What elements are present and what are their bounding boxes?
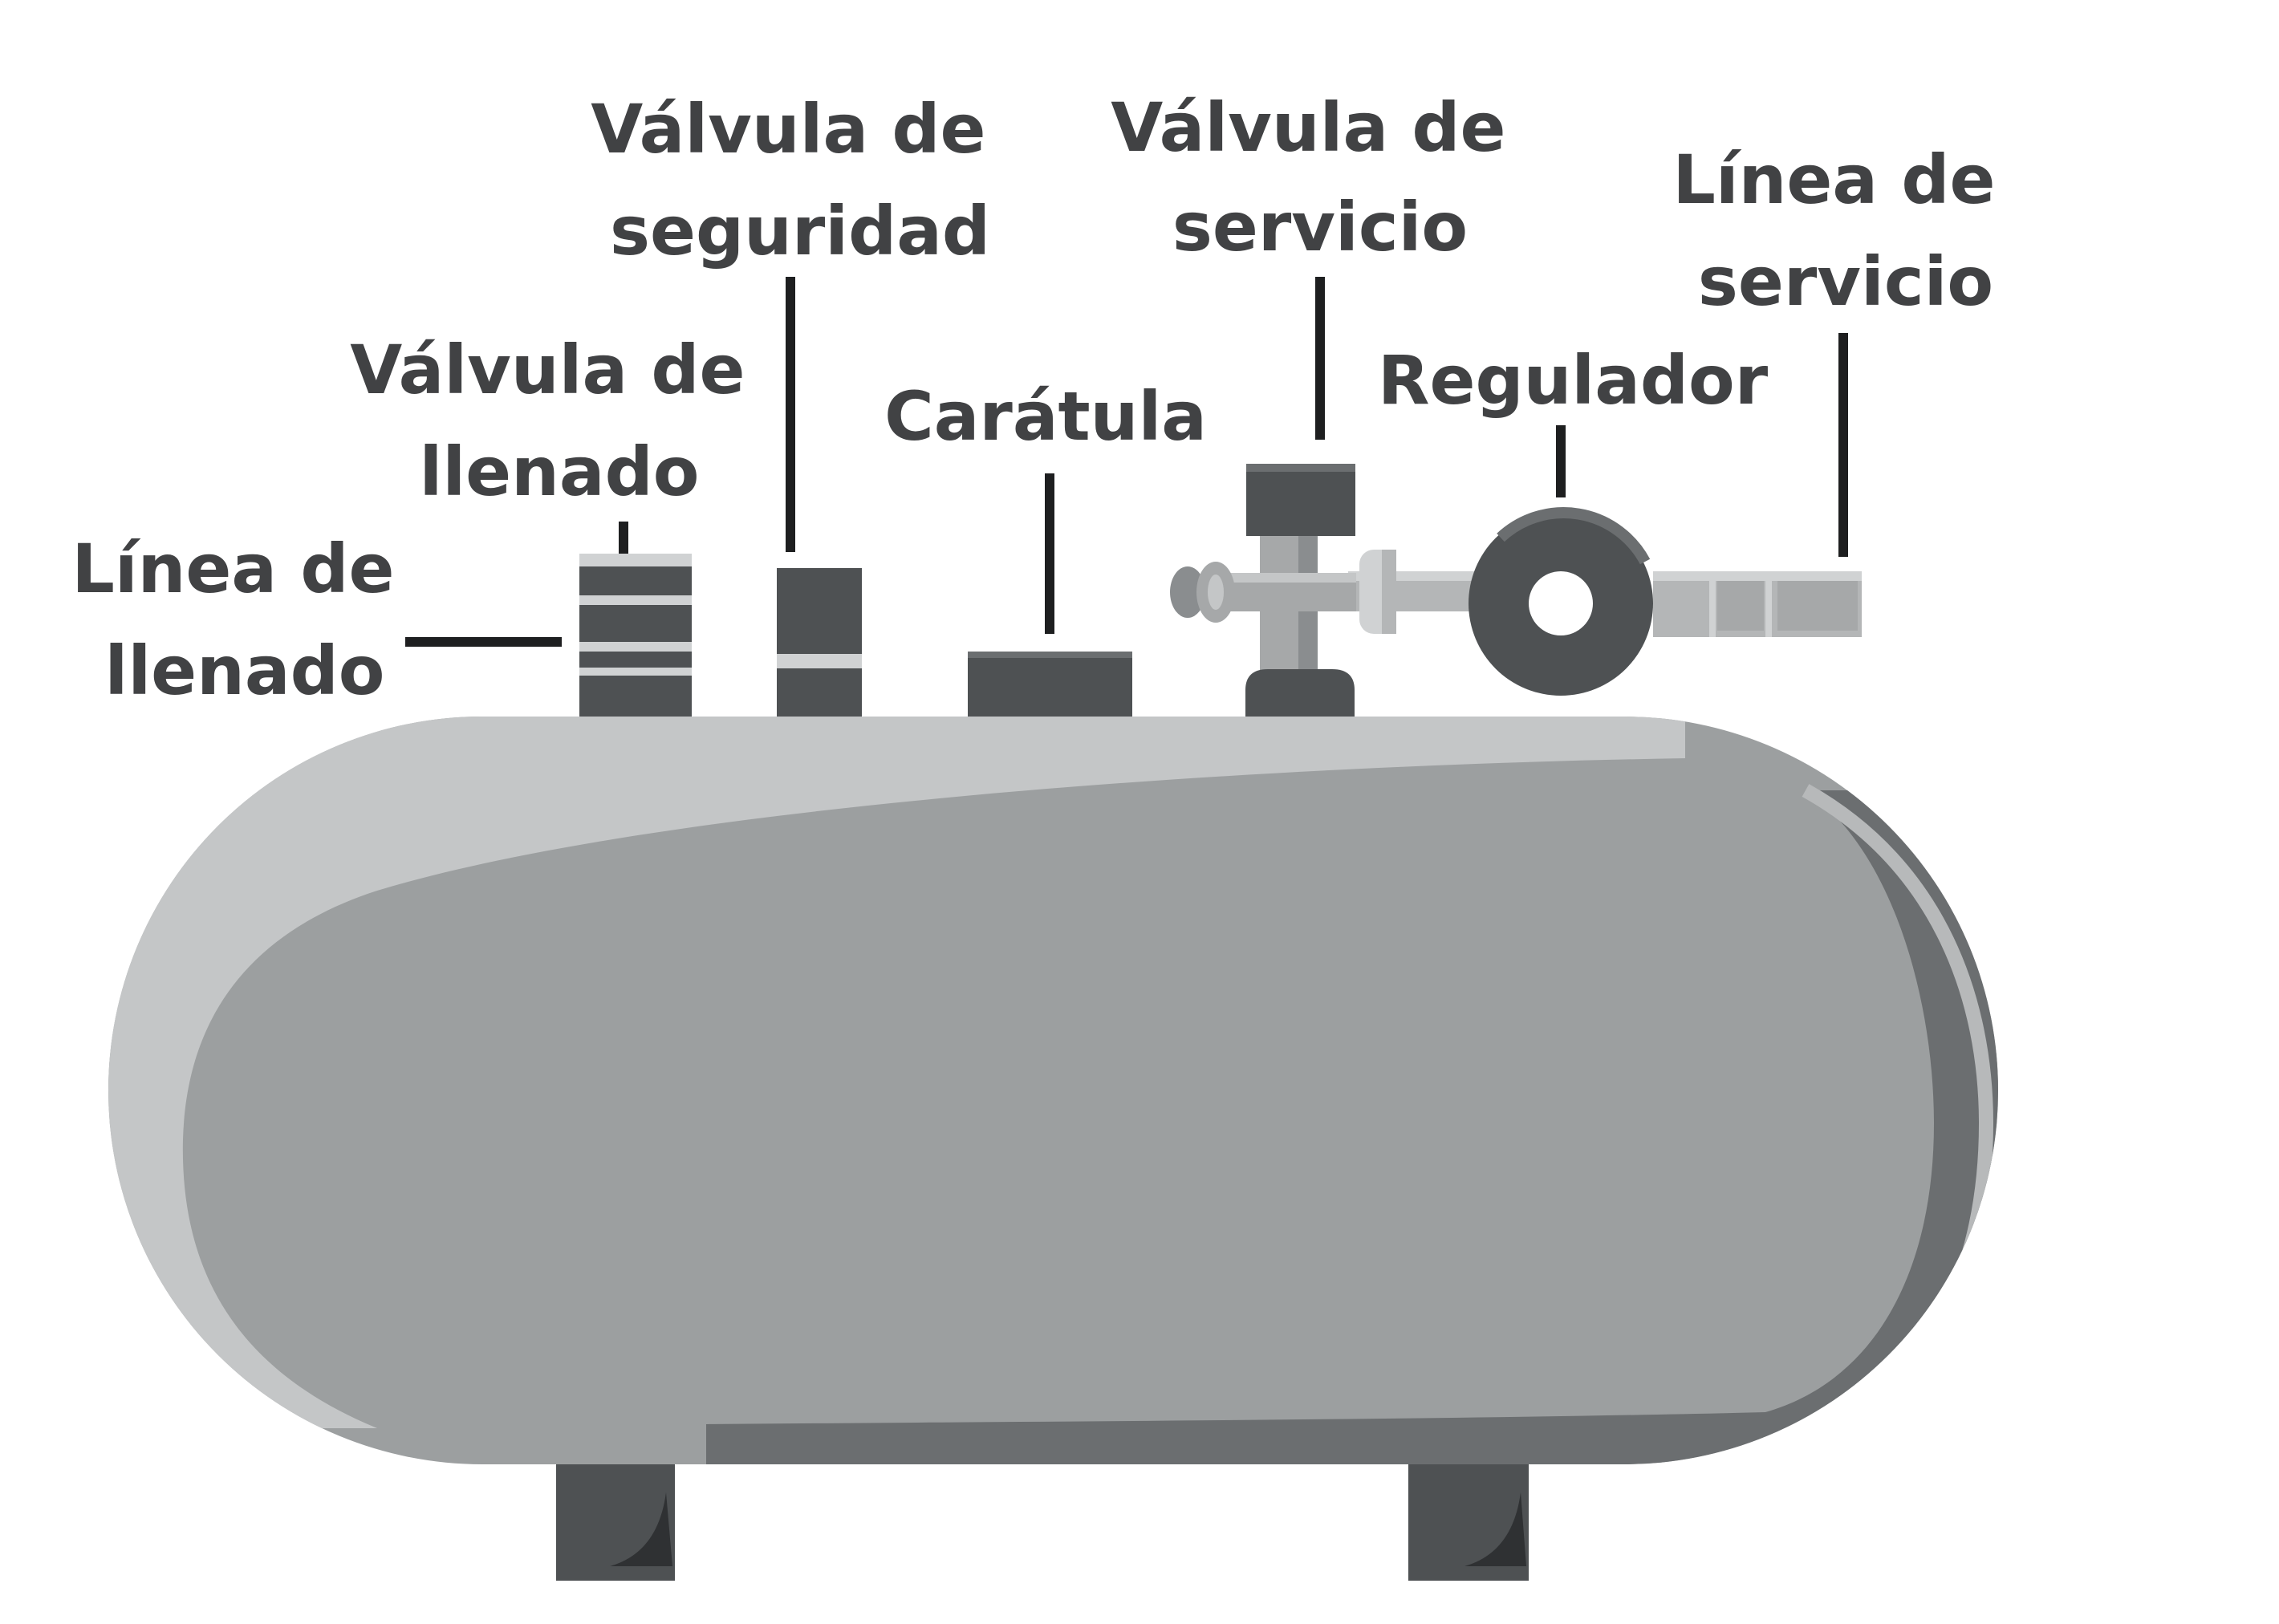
label-valvula-servicio: Válvula de servicio (1111, 88, 1529, 266)
service-line-component (1653, 571, 1862, 637)
fill-line-component (579, 554, 692, 717)
label-linea-servicio: Línea de servicio (1672, 140, 2018, 321)
label-valvula-seguridad: Válvula de seguridad (591, 90, 1010, 270)
label-linea-llenado: Línea de llenado (71, 530, 417, 710)
gauge-component (968, 652, 1132, 717)
safety-valve-component (777, 568, 862, 717)
label-caratula: Carátula (884, 377, 1207, 456)
leader-lines (405, 277, 1848, 647)
regulator-component (1469, 507, 1653, 696)
component-labels: Línea de llenado Válvula de llenado Válv… (71, 88, 2018, 710)
service-valve-component (1170, 464, 1485, 717)
tank-body (108, 717, 1998, 1464)
label-regulador: Regulador (1378, 341, 1769, 420)
tank-legs (556, 1444, 1529, 1581)
label-valvula-llenado: Válvula de llenado (350, 331, 769, 511)
tank-shell (108, 717, 1998, 1464)
